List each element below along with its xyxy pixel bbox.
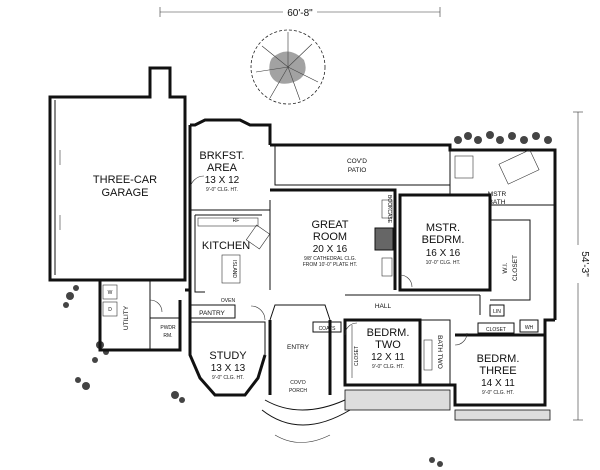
bedthree-size: 14 X 11 <box>481 378 515 389</box>
oven-label: OVEN <box>221 298 236 304</box>
entry: ENTRY COV'D PORCH <box>261 304 351 443</box>
bedtwo-label-line1: BEDRM. <box>367 327 410 339</box>
mstr-note: 10'-0" CLG. HT. <box>426 260 461 266</box>
hall: HALL <box>345 294 481 315</box>
svg-text:D: D <box>108 307 112 313</box>
overall-width-dimension: 60'-8" <box>159 5 441 19</box>
walk-in-closet: W.I. CLOSET <box>490 219 531 301</box>
kitchen: RF ISLAND KITCHEN <box>194 200 271 293</box>
mstr-label-line2: BEDRM. <box>422 234 465 246</box>
study: STUDY 13 X 13 9'-0" CLG. HT. <box>190 321 266 381</box>
utility-label: UTILITY <box>123 305 130 330</box>
bedtwo-note: 9'-0" CLG. HT. <box>372 364 404 370</box>
study-size: 13 X 13 <box>211 363 246 374</box>
mstrbath-label-line2: BATH <box>489 199 506 206</box>
bookcase-top-label: BOOKCASE <box>386 195 392 224</box>
great-room: GREAT ROOM 20 X 16 9/8' CATHEDRAL CLG. F… <box>270 188 397 290</box>
great-room-label-line2: ROOM <box>313 231 347 243</box>
great-room-size: 20 X 16 <box>313 244 348 255</box>
utility-room: W D UTILITY PWDR RM. <box>98 280 182 352</box>
coats-closet: COATS <box>312 321 342 333</box>
three-car-garage: THREE-CAR GARAGE <box>48 66 187 282</box>
bedthree-label-line1: BEDRM. <box>477 353 520 365</box>
great-room-label-line1: GREAT <box>311 219 348 231</box>
brkfst-size: 13 X 12 <box>205 175 240 186</box>
pwdr-label-line2: RM. <box>163 333 172 339</box>
shrubs <box>63 131 552 467</box>
garage-label-line2: GARAGE <box>101 187 148 199</box>
master-bath: MSTR BATH <box>449 149 555 206</box>
kitchen-ref-label: RF <box>233 218 240 224</box>
patio-label-line2: PATIO <box>348 167 367 174</box>
porch-label-line2: PORCH <box>289 388 307 394</box>
mstr-size: 16 X 16 <box>426 248 461 259</box>
overall-depth-label: 54'-3" <box>579 251 590 277</box>
bath-two: BATH TWO <box>420 319 451 385</box>
covered-patio: COV'D PATIO <box>274 145 451 186</box>
study-note: 9'-0" CLG. HT. <box>212 375 244 381</box>
kitchen-island-label: ISLAND <box>231 260 237 278</box>
svg-text:W: W <box>108 290 113 296</box>
overall-depth-dimension: 54'-3" <box>571 111 590 421</box>
pantry-label: PANTRY <box>199 310 225 317</box>
overall-width-label: 60'-8" <box>287 8 313 19</box>
study-label: STUDY <box>209 350 247 362</box>
bedthree-label-line2: THREE <box>479 365 516 377</box>
coats-label: COATS <box>319 326 337 332</box>
bedtwo-size: 12 X 11 <box>371 352 405 363</box>
door-swings <box>149 175 468 346</box>
hall-label: HALL <box>375 303 392 310</box>
garage-label-line1: THREE-CAR <box>93 174 157 186</box>
porch-label-line1: COV'D <box>290 380 306 386</box>
entry-label: ENTRY <box>287 344 310 351</box>
linen-label: LIN <box>493 309 501 315</box>
mstr-label-line1: MSTR. <box>426 222 460 234</box>
bedthree-closet-label: CLOSET <box>486 327 506 333</box>
great-room-note2: FROM 10'-0" PLATE HT. <box>303 262 358 268</box>
master-bedroom: MSTR. BEDRM. 16 X 16 10'-0" CLG. HT. <box>398 193 492 292</box>
bathtwo-label: BATH TWO <box>436 335 443 369</box>
pantry: PANTRY OVEN <box>189 298 236 319</box>
front-planter <box>344 389 551 421</box>
bedthree-note: 9'-0" CLG. HT. <box>482 390 514 396</box>
wh-label: WH <box>525 325 534 331</box>
bedtwo-label-line2: TWO <box>375 339 401 351</box>
brkfst-note: 9'-0" CLG. HT. <box>206 187 238 193</box>
tree-symbol <box>250 29 326 105</box>
kitchen-label: KITCHEN <box>202 240 250 252</box>
bedroom-three: CLOSET BEDRM. THREE 14 X 11 9'-0" CLG. H… <box>455 322 545 396</box>
brkfst-label-line2: AREA <box>207 162 238 174</box>
wicloset-line2: CLOSET <box>512 255 519 281</box>
patio-label-line1: COV'D <box>347 158 367 165</box>
bedroom-two: CLOSET BEDRM. TWO 12 X 11 9'-0" CLG. HT. <box>343 318 422 387</box>
pwdr-label-line1: PWDR <box>160 325 176 331</box>
mstrbath-label-line1: MSTR <box>488 191 507 198</box>
linen-and-water-heater: LIN WH <box>489 304 539 333</box>
wicloset-line1: W.I. <box>502 262 509 273</box>
house-outline <box>185 118 557 407</box>
brkfst-label-line1: BRKFST. <box>199 150 244 162</box>
great-room-note1: 9/8' CATHEDRAL CLG. <box>304 256 356 262</box>
bedtwo-closet-label: CLOSET <box>354 346 360 366</box>
breakfast-area: BRKFST. AREA 13 X 12 9'-0" CLG. HT. <box>190 150 270 211</box>
